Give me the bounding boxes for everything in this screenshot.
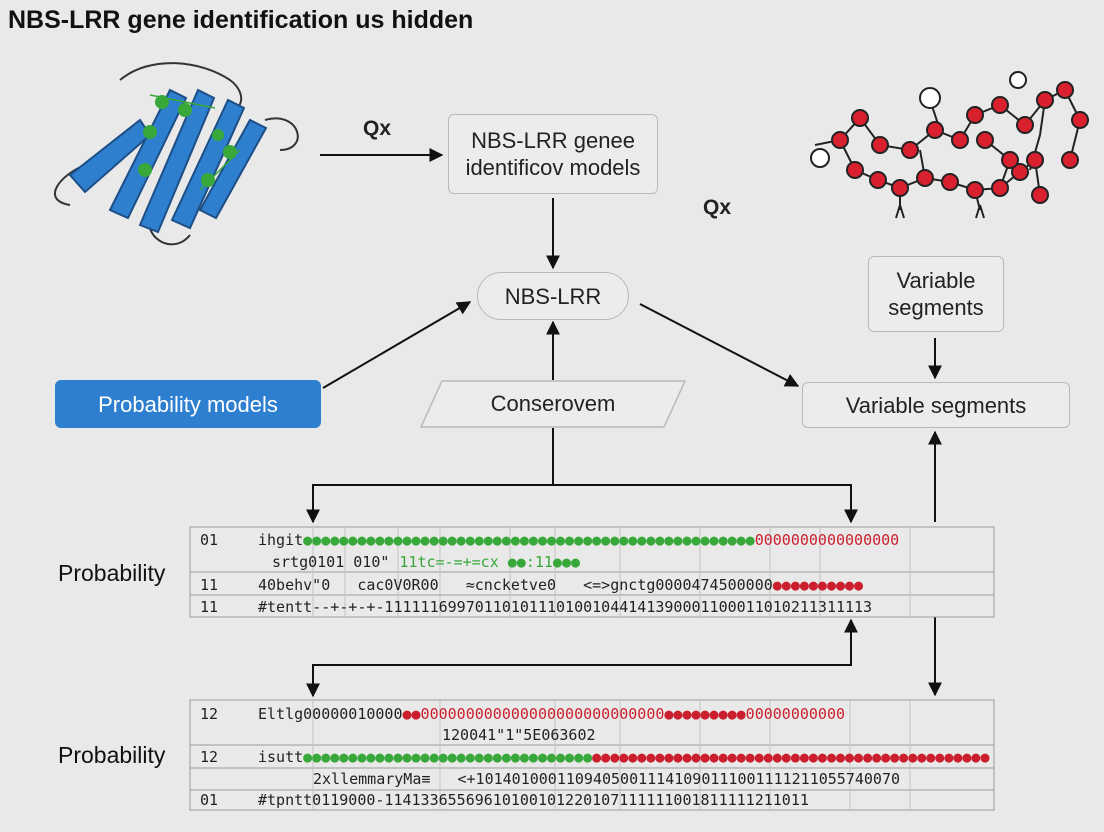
nbs-lrr-pill[interactable]: NBS-LRR [477,272,629,320]
variable-segments-small-box[interactable]: Variable segments [868,256,1004,332]
top-table-row-4: 11#tentt--+-+-+-111111699701101011101001… [200,598,873,616]
arrow-pill-to-variable-box [639,303,800,387]
arrow-prob-models-to-pill [322,301,472,389]
bottom-table-row-5: 01#tpntt0119000-114133655696101001012201… [200,791,809,809]
connector-conserovem-split-right [553,484,858,524]
protein-structure-illustration [54,62,299,246]
bottom-table-row-2: 120041"1"5E063602 [442,726,596,744]
conserovem-node[interactable]: Conserovem [420,380,686,428]
variable-segments-box[interactable]: Variable segments [802,382,1070,428]
qx-label-right: Qx [703,196,732,219]
bottom-table-row-4: 2xllemmaryMa≡ <+101401000110940500111410… [313,770,900,788]
page-title: NBS-LRR gene identification us hidden [8,6,474,34]
conserovem-label: Conserovem [490,391,616,416]
probability-label-top: Probability [58,560,166,586]
bottom-table-frame [189,699,995,811]
connector-bottom-to-top-table [312,618,858,695]
top-table-row-2: srtg0101 010"11tc=-=+=cx ●●:11●●● [272,553,581,571]
connector-conserovem-split [306,428,554,524]
top-model-box[interactable]: NBS-LRR genee identificov models [448,114,658,194]
probability-label-bottom: Probability [58,742,166,768]
qx-label-left: Qx [363,117,392,140]
conserovem-shape [420,380,686,428]
molecule-illustration [810,71,1089,219]
probability-models-button[interactable]: Probability models [55,380,321,428]
